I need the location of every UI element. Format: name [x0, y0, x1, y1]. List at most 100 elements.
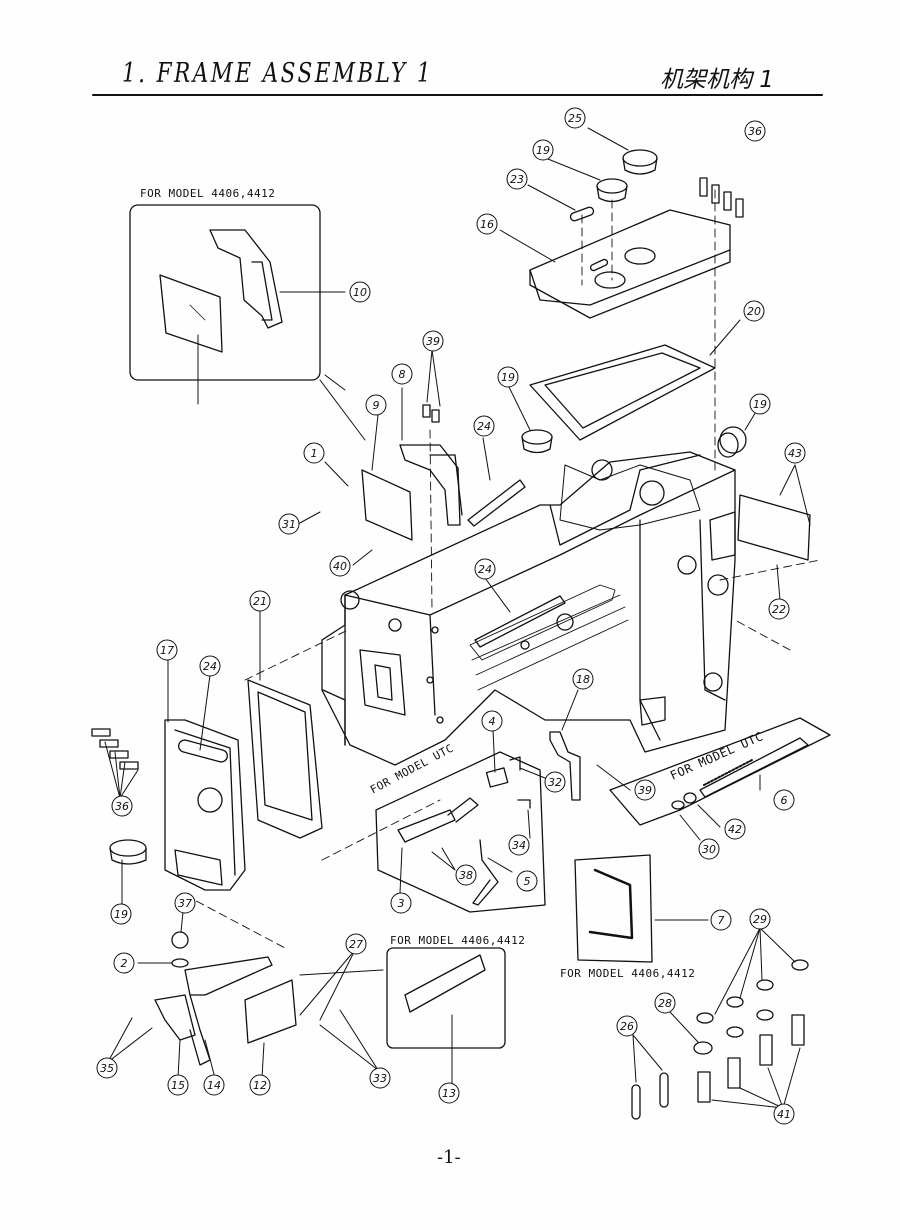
cap-19-right: [717, 426, 747, 458]
callout-5: 5: [516, 870, 538, 892]
callout-19: 19: [532, 139, 554, 161]
callout-label: 2: [121, 957, 128, 970]
pins-26: [631, 1072, 669, 1120]
callout-label: 19: [501, 371, 515, 384]
callout-2: 2: [113, 952, 135, 974]
screws-36-left: [91, 728, 139, 770]
callout-label: 19: [753, 398, 767, 411]
gasket-21: [247, 679, 323, 839]
callout-6: 6: [773, 789, 795, 811]
cover-part-8: [399, 444, 463, 526]
plate-13: [404, 954, 486, 1013]
inset-box-utc-right: [609, 717, 831, 826]
part-6-rod: [699, 737, 809, 798]
cover-part-10: [209, 229, 283, 329]
callout-label: 18: [576, 673, 590, 686]
callout-label: 36: [115, 800, 129, 813]
callout-29: 29: [749, 908, 771, 930]
part-4-block: [485, 767, 509, 788]
screw-32: [509, 756, 521, 771]
screws-41: [697, 1014, 805, 1103]
plate-part-11: [159, 274, 223, 353]
callout-20: 20: [743, 300, 765, 322]
callout-10: 10: [349, 281, 371, 303]
cap-25: [622, 149, 658, 175]
callout-label: 8: [399, 368, 406, 381]
callout-label: 10: [353, 286, 367, 299]
callout-label: 40: [333, 560, 347, 573]
bracket-18: [549, 731, 581, 801]
callout-39: 39: [422, 330, 444, 352]
callout-19: 19: [110, 903, 132, 925]
lever-14: [184, 956, 273, 1066]
cap-19-mid: [521, 429, 553, 454]
callout-1: 1: [303, 442, 325, 464]
callout-label: 22: [772, 603, 786, 616]
callout-label: 1: [311, 447, 318, 460]
callout-label: 14: [207, 1079, 221, 1092]
callout-30: 30: [698, 838, 720, 860]
screws-36-right: [699, 177, 744, 218]
callout-32: 32: [544, 771, 566, 793]
callout-label: 7: [718, 914, 725, 927]
callout-label: 16: [480, 218, 494, 231]
washer-30: [671, 800, 685, 810]
screws-39-top: [422, 404, 440, 423]
callout-label: 33: [373, 1072, 387, 1085]
callout-label: 13: [442, 1087, 456, 1100]
callout-label: 42: [728, 823, 742, 836]
cap-19-top: [596, 178, 628, 203]
callout-label: 41: [777, 1108, 791, 1121]
callout-17: 17: [156, 639, 178, 661]
callout-19: 19: [749, 393, 771, 415]
callout-23: 23: [506, 168, 528, 190]
callout-label: 32: [548, 776, 562, 789]
callout-34: 34: [508, 834, 530, 856]
callout-label: 27: [349, 938, 363, 951]
callout-label: 39: [638, 784, 652, 797]
note-model-4406-4412-top: FOR MODEL 4406,4412: [140, 187, 276, 200]
cap-23: [569, 206, 595, 222]
callout-33: 33: [369, 1067, 391, 1089]
callout-24: 24: [199, 655, 221, 677]
callout-label: 9: [373, 399, 380, 412]
callout-14: 14: [203, 1074, 225, 1096]
callout-39: 39: [634, 779, 656, 801]
inset-box-utc-center: [375, 751, 546, 913]
callout-label: 23: [510, 173, 524, 186]
screw-37: [171, 931, 189, 949]
callout-18: 18: [572, 668, 594, 690]
inset-box-plate-13: [386, 947, 506, 1049]
top-cover-16: [529, 209, 731, 319]
callout-31: 31: [278, 513, 300, 535]
callout-42: 42: [724, 818, 746, 840]
callout-12: 12: [249, 1074, 271, 1096]
callout-37: 37: [174, 892, 196, 914]
callout-35: 35: [96, 1057, 118, 1079]
callout-label: 3: [398, 897, 405, 910]
callout-7: 7: [710, 909, 732, 931]
callout-label: 4: [489, 715, 496, 728]
callout-24: 24: [473, 415, 495, 437]
nut-42: [683, 792, 697, 804]
callout-label: 5: [524, 875, 531, 888]
callout-label: 19: [114, 908, 128, 921]
callout-label: 20: [747, 305, 761, 318]
callout-label: 12: [253, 1079, 267, 1092]
bracket-15: [154, 994, 196, 1041]
callout-label: 35: [100, 1062, 114, 1075]
callout-label: 43: [788, 447, 802, 460]
callout-label: 37: [178, 897, 192, 910]
side-cover-17: [164, 719, 246, 891]
callout-24: 24: [474, 558, 496, 580]
plate-part-9: [361, 469, 413, 541]
main-frame: [321, 451, 736, 766]
callout-label: 21: [253, 595, 267, 608]
callout-label: 31: [282, 518, 296, 531]
washer-2: [171, 958, 189, 968]
callout-label: 34: [512, 839, 526, 852]
washer-28: [693, 1041, 713, 1055]
callout-15: 15: [167, 1074, 189, 1096]
